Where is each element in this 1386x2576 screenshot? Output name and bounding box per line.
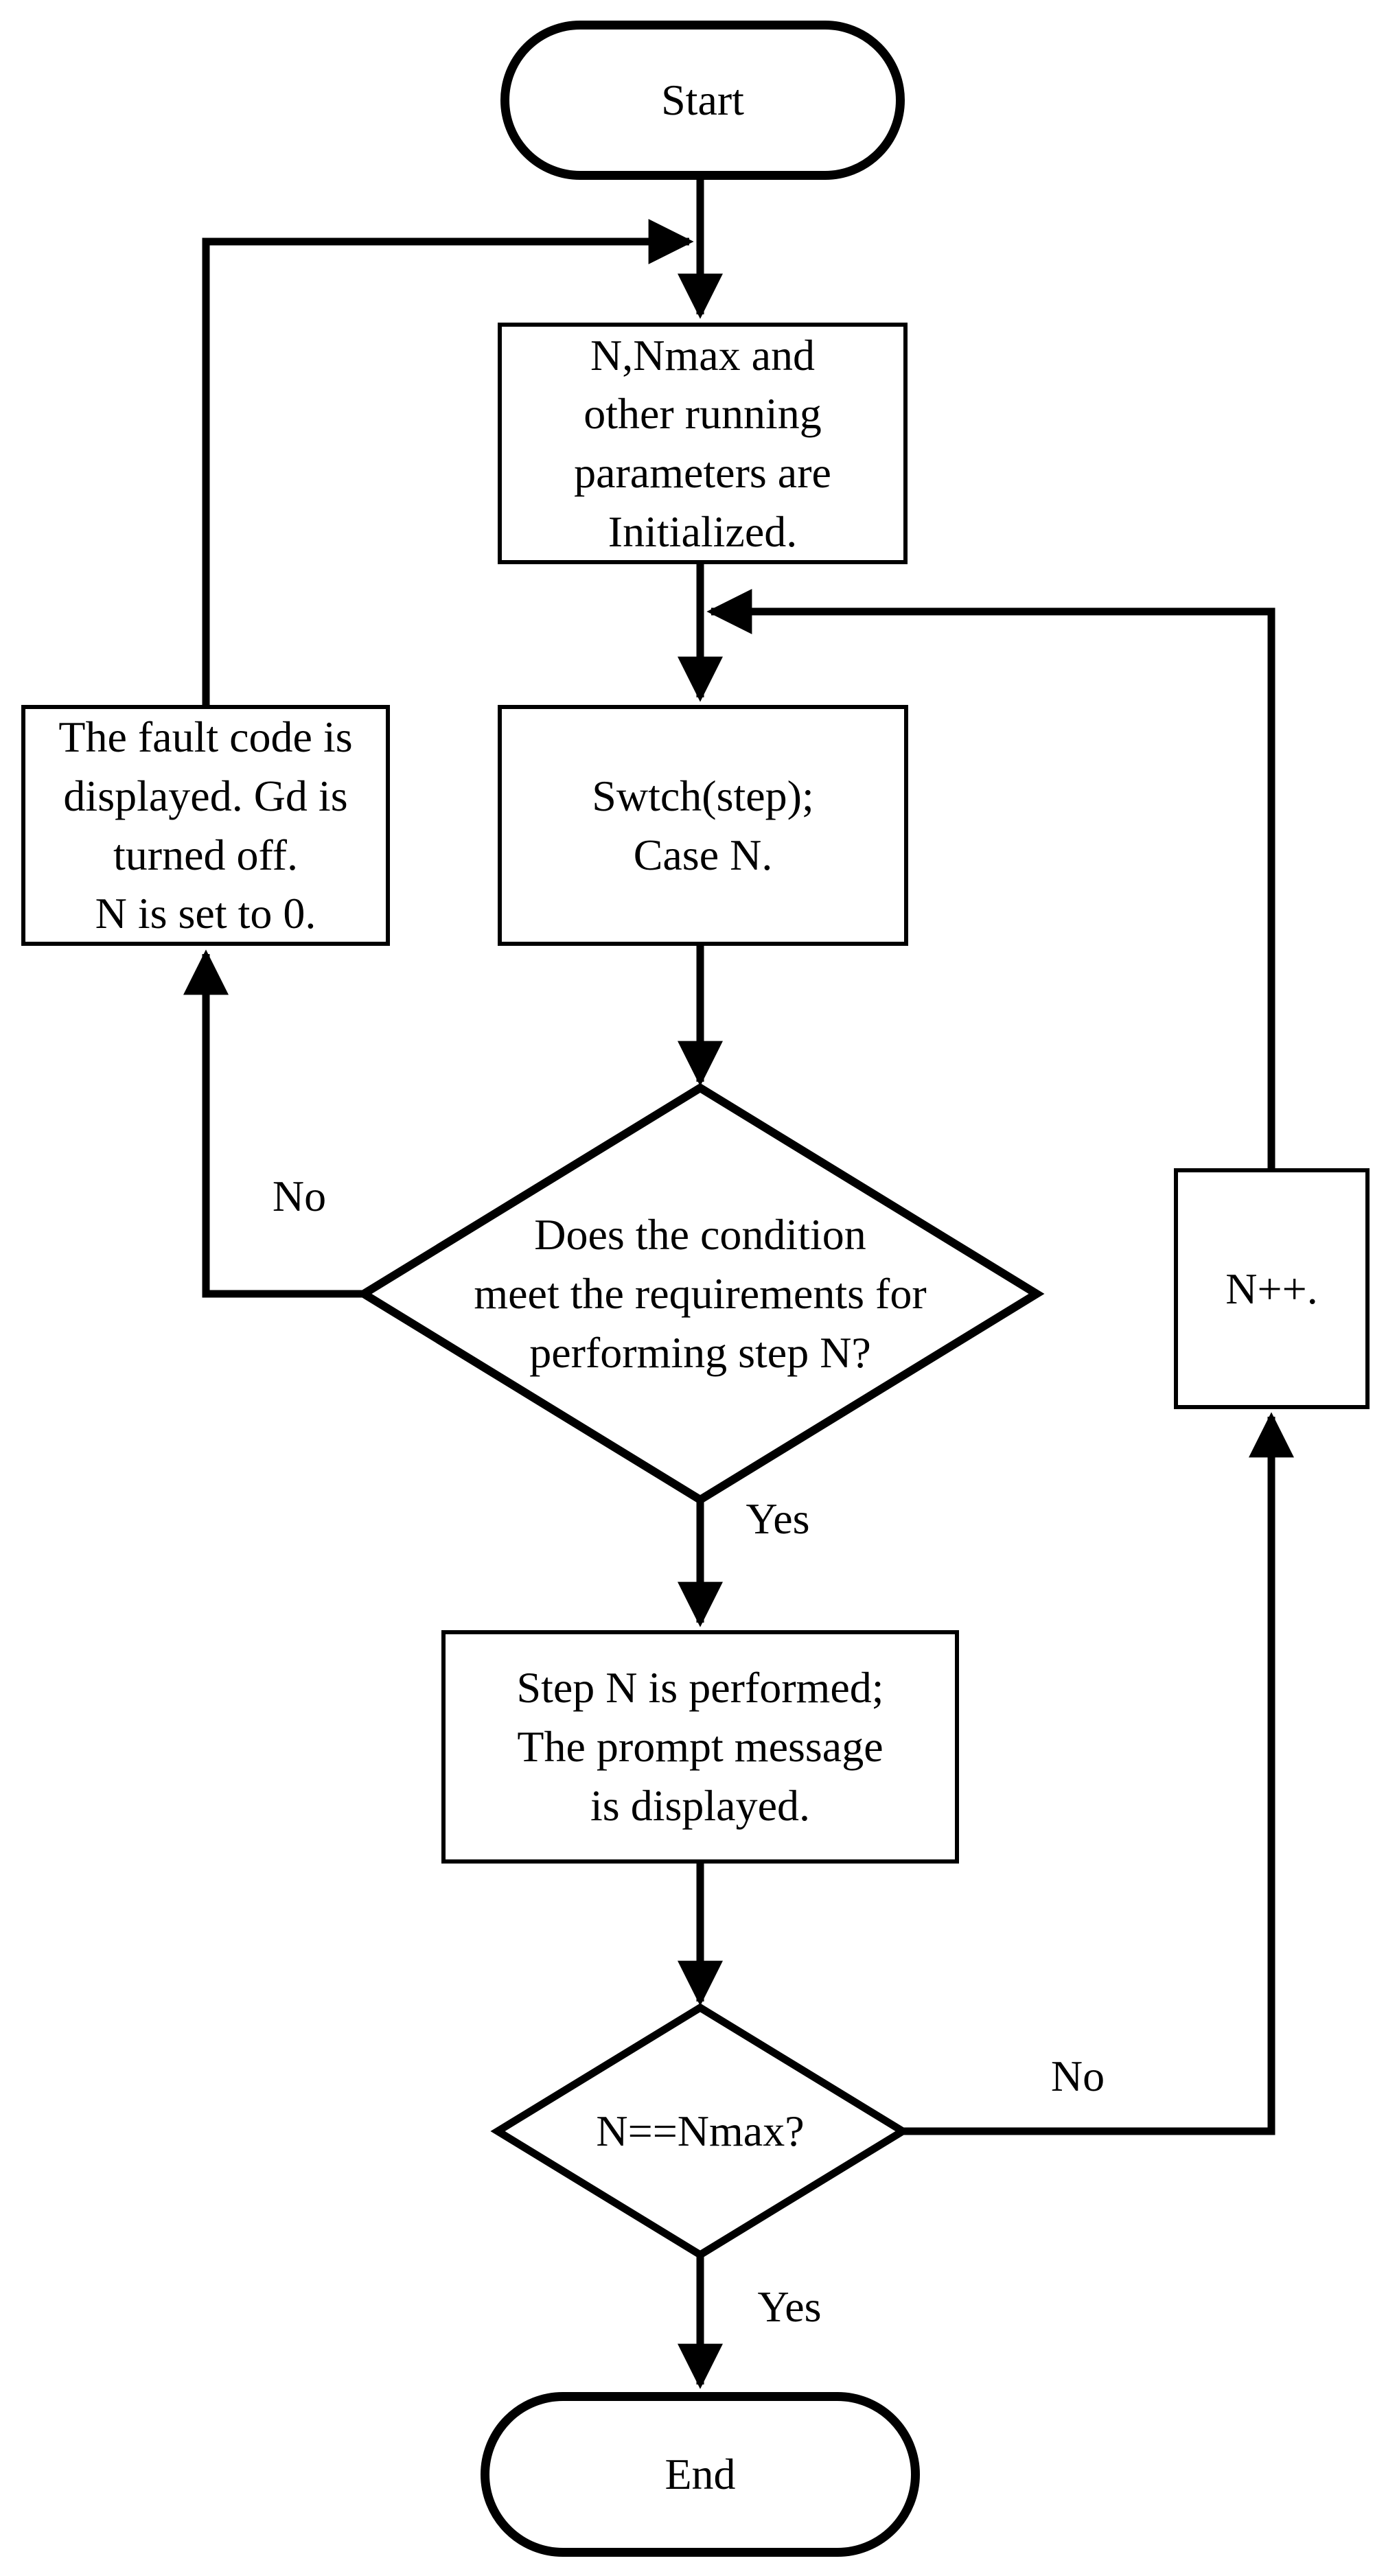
perform-step-label: Step N is performed; The prompt message … (516, 1663, 884, 1830)
init-process-box: N,Nmax and other running parameters are … (498, 323, 908, 564)
switch-label: Swtch(step); Case N. (592, 771, 814, 879)
condition-max-decision: N==Nmax? (556, 2087, 844, 2176)
decision-condition-step-shape (356, 1082, 1045, 1505)
switch-process-box: Swtch(step); Case N. (498, 705, 908, 946)
end-label: End (665, 2450, 736, 2499)
start-terminator: Start (500, 21, 905, 180)
edge-label-condition-step-no: No (272, 1172, 327, 1220)
condition-step-decision: Does the condition meet the requirements… (426, 1133, 975, 1455)
increment-label: N++. (1225, 1264, 1318, 1313)
init-label: N,Nmax and other running parameters are … (574, 330, 831, 556)
condition-max-label: N==Nmax? (596, 2107, 805, 2156)
perform-step-process-box: Step N is performed; The prompt message … (441, 1630, 959, 1864)
condition-step-label: Does the condition meet the requirements… (474, 1210, 927, 1377)
decision-condition-max-shape (490, 2003, 910, 2260)
edge-label-condition-max-no: No (1050, 2052, 1105, 2100)
start-label: Start (661, 76, 744, 125)
edge-condition-max-no-to-increment (901, 1412, 1294, 2135)
increment-process-box: N++. (1174, 1168, 1370, 1409)
edge-increment-to-switch-junction (706, 589, 1275, 1170)
edge-fault-to-top-junction (202, 219, 694, 707)
edge-label-condition-step-yes: Yes (746, 1494, 810, 1543)
end-terminator: End (481, 2392, 920, 2557)
fault-process-box: The fault code is displayed. Gd is turne… (21, 705, 390, 946)
fault-label: The fault code is displayed. Gd is turne… (58, 712, 353, 938)
edge-condition-step-no-to-fault (183, 949, 364, 1298)
edge-label-condition-max-yes: Yes (757, 2282, 822, 2331)
